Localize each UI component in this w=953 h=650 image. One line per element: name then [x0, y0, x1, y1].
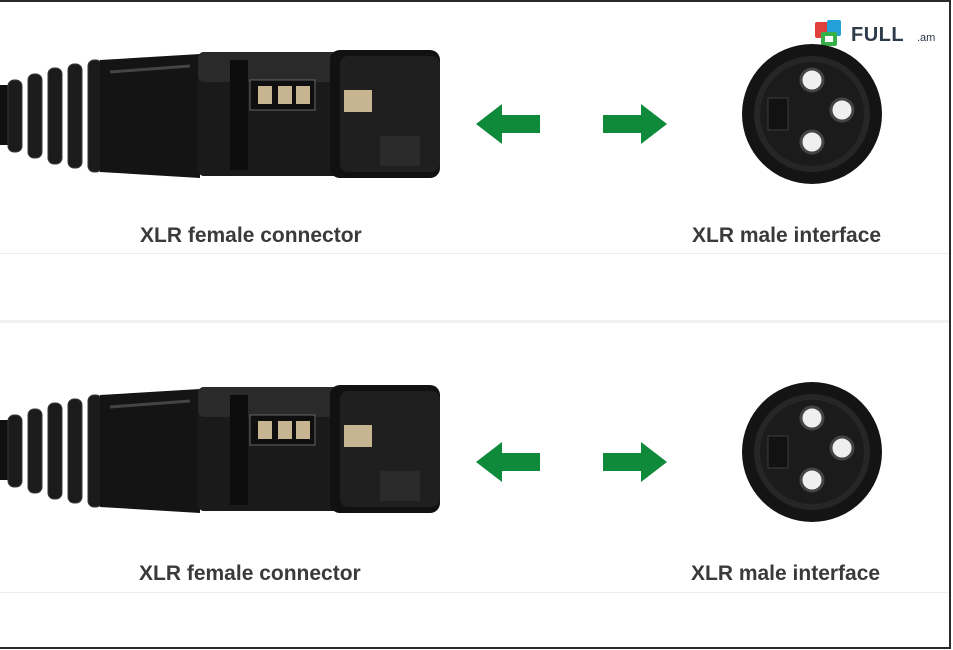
panel-divider	[0, 320, 949, 323]
connector-panel-top: XLR female connector XLR male interface	[0, 2, 949, 324]
arrow-left-icon	[476, 104, 540, 144]
connector-panel-bottom: XLR female connector XLR male interface	[0, 325, 949, 647]
female-connector-caption: XLR female connector	[140, 224, 362, 247]
arrow-left-icon	[476, 442, 540, 482]
arrow-right-icon	[603, 104, 667, 144]
male-interface-caption: XLR male interface	[692, 224, 882, 247]
male-interface-caption: XLR male interface	[691, 562, 881, 585]
caption-underline	[0, 592, 949, 593]
logo-text: FULL	[851, 24, 905, 46]
xlr-male-interface-image	[742, 382, 882, 522]
logo-domain: .am	[917, 32, 936, 44]
female-connector-caption: XLR female connector	[139, 562, 361, 585]
xlr-male-interface-image	[742, 44, 882, 184]
site-logo: FULL .am	[811, 14, 941, 54]
xlr-female-connector-image	[0, 50, 440, 178]
arrow-right-icon	[603, 442, 667, 482]
xlr-female-connector-image	[0, 385, 440, 513]
cart-icon	[815, 20, 841, 46]
caption-underline	[0, 253, 949, 254]
